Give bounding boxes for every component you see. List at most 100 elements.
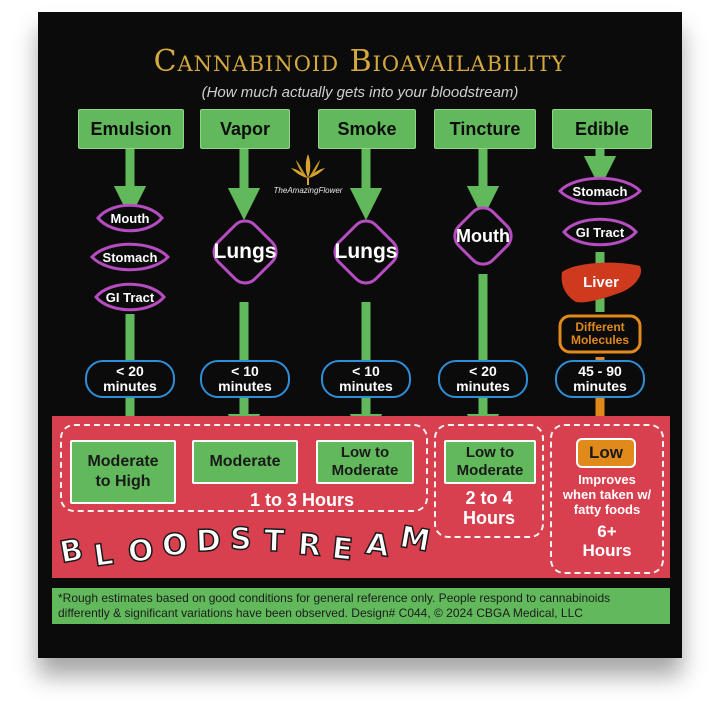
organ-smoke-lungs: Lungs xyxy=(321,202,411,302)
bloodstream-letter: T xyxy=(263,523,286,560)
time-value: < 20 xyxy=(116,363,144,379)
bloodstream-letter: M xyxy=(396,519,433,560)
outcome-line-1: Low to xyxy=(340,444,390,461)
outcome-edible: Low xyxy=(576,438,636,468)
organ-vapor-lungs: Lungs xyxy=(200,202,290,302)
inhaled-group-box xyxy=(60,424,428,512)
method-edible: Edible xyxy=(552,109,652,149)
time-unit: minutes xyxy=(103,378,157,394)
time-value: < 10 xyxy=(231,363,259,379)
molecules-line-2: Molecules xyxy=(570,333,630,347)
bloodstream-letter: D xyxy=(195,523,223,560)
method-smoke: Smoke xyxy=(318,109,416,149)
outcome-emulsion: Moderate to High xyxy=(70,440,176,504)
organ-outline xyxy=(562,217,638,247)
molecules-outline xyxy=(558,314,642,354)
time-value: 45 - 90 xyxy=(578,363,622,379)
bloodstream-letter: R xyxy=(296,526,323,564)
hours-line-1: 2 to 4 xyxy=(465,488,513,508)
brand-logo: TheAmazingFlower xyxy=(263,152,353,200)
logo-text: TheAmazingFlower xyxy=(273,186,343,195)
time-value: < 20 xyxy=(469,363,497,379)
note-line-2: when taken w/ xyxy=(562,487,652,502)
cannabis-leaf-icon xyxy=(291,154,325,185)
organ-outline xyxy=(453,206,513,266)
bloodstream-letter: B xyxy=(56,532,86,572)
method-tincture: Tincture xyxy=(434,109,536,149)
infographic-poster: Cannabinoid Bioavailability (How much ac… xyxy=(38,12,682,658)
outcome-vapor: Moderate xyxy=(192,440,298,484)
organ-label: Lungs xyxy=(334,240,398,263)
page-subtitle: (How much actually gets into your bloods… xyxy=(201,84,519,101)
note-line-3: fatty foods xyxy=(573,502,641,517)
organ-label: Liver xyxy=(583,273,619,291)
molecules-line-1: Different xyxy=(575,320,625,334)
hours-inhaled: 1 to 3 Hours xyxy=(249,490,355,510)
organ-edible-gi-tract: GI Tract xyxy=(556,215,644,249)
method-vapor: Vapor xyxy=(200,109,290,149)
organ-label: Stomach xyxy=(102,249,158,265)
hours-line-2: Hours xyxy=(462,508,515,528)
hours-line-1: 6+ xyxy=(597,522,617,541)
tincture-group-box xyxy=(434,424,544,538)
page-title: Cannabinoid Bioavailability xyxy=(153,44,567,79)
organ-label: Lungs xyxy=(213,240,277,263)
time-value: < 10 xyxy=(352,363,380,379)
edible-group-box xyxy=(550,424,664,574)
organ-emulsion-mouth: Mouth xyxy=(88,201,172,235)
organ-outline xyxy=(94,282,166,312)
organ-emulsion-gi-tract: GI Tract xyxy=(88,280,172,314)
organ-outline xyxy=(96,203,164,233)
organ-label: Mouth xyxy=(456,225,510,246)
bloodstream-letter: A xyxy=(363,526,392,565)
note-line-1: Improves xyxy=(578,472,636,487)
outcome-line-2: Moderate xyxy=(456,462,524,479)
outcome-label: Moderate to High xyxy=(87,452,158,492)
hours-line-2: Hours xyxy=(582,541,632,560)
time-unit: minutes xyxy=(339,378,393,394)
organ-edible-stomach: Stomach xyxy=(556,174,644,208)
disclaimer-footer: *Rough estimates based on good condition… xyxy=(52,588,670,624)
organ-emulsion-stomach: Stomach xyxy=(88,240,172,274)
time-unit: minutes xyxy=(573,378,627,394)
outcome-line-1: Low to xyxy=(465,444,515,461)
time-unit: minutes xyxy=(218,378,272,394)
organ-outline xyxy=(557,176,643,206)
bloodstream-letter: L xyxy=(91,536,116,575)
bloodstream-letter: O xyxy=(160,526,189,564)
outcome-line-1: Moderate xyxy=(87,453,159,470)
outcome-line-2: to High xyxy=(95,473,151,490)
method-emulsion: Emulsion xyxy=(78,109,184,149)
organ-outline xyxy=(333,219,399,285)
organ-label: GI Tract xyxy=(105,289,155,305)
organ-label: Stomach xyxy=(572,183,628,199)
organ-label: Mouth xyxy=(110,210,150,226)
liver-icon xyxy=(561,262,642,303)
organ-outline xyxy=(89,242,171,272)
organ-liver: Liver xyxy=(556,260,646,304)
outcome-line-2: Moderate xyxy=(331,462,399,479)
bloodstream-letter: O xyxy=(125,532,156,571)
organ-label: GI Tract xyxy=(575,224,625,240)
hours-edible: 6+Hours xyxy=(552,522,662,560)
bloodstream-letter: S xyxy=(229,521,252,558)
organ-outline xyxy=(212,219,278,285)
organ-tincture-mouth: Mouth xyxy=(438,196,528,276)
bloodstream-panel: Moderate to High Moderate Low to Moderate … xyxy=(52,416,670,578)
bloodstream-letter: E xyxy=(329,530,355,568)
time-unit: minutes xyxy=(456,378,510,394)
